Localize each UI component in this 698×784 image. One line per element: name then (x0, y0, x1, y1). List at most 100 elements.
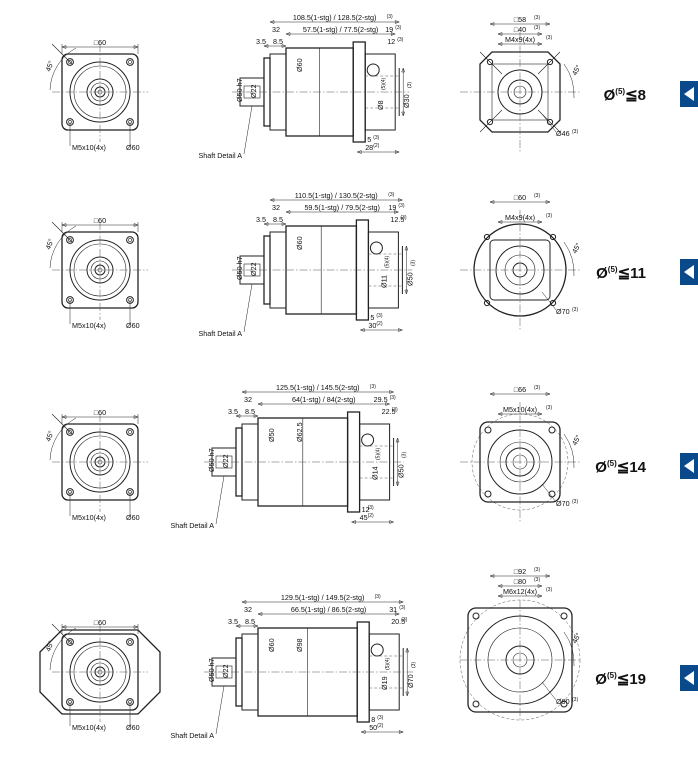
dim-3-5: 3.5 (256, 37, 266, 46)
out-c-note: (5)(4) (384, 255, 390, 268)
shaft-dia-dim: Ø22 (221, 454, 230, 468)
size-label: Ø(5)≦19 (595, 671, 646, 688)
flange-pcd-label: Ø60 (126, 723, 140, 732)
shaft-dia-dim: Ø22 (221, 664, 230, 678)
size-label-note: (5) (607, 671, 617, 680)
collapse-triangle-icon (684, 459, 694, 473)
dim-32: 32 (272, 25, 280, 34)
out-b-note: (3) (401, 617, 407, 623)
dim-8-5: 8.5 (273, 37, 283, 46)
flange-angle-label: 45° (43, 59, 55, 72)
end-holes-label: M5x10(4x) (503, 405, 537, 414)
side-view: 110.5(1-stg) / 130.5(2-stg) (3) 59.5(1-stg… (198, 191, 416, 338)
out-d-dim: Ø50 (397, 464, 406, 478)
size-label-text: Ø(5)≦8 (604, 87, 646, 104)
shaft-fit-dim: Ø50 h7 (207, 448, 216, 472)
size-label-note: (5) (615, 87, 625, 96)
out-a-dim: 31 (389, 605, 397, 614)
dim-3-5: 3.5 (228, 407, 238, 416)
flange-angle-label: 45° (43, 639, 55, 652)
flange-square-label: □60 (94, 618, 106, 627)
size-label: Ø(5)≦8 (604, 87, 646, 104)
shaft-detail-label: Shaft Detail A (170, 521, 214, 530)
dim-8-5: 8.5 (245, 617, 255, 626)
out-d-dim: Ø30 (402, 94, 411, 108)
collapse-triangle-icon (684, 671, 694, 685)
size-label-note: (5) (608, 265, 618, 274)
end-holes-note: (3) (546, 35, 552, 41)
size-tab-8[interactable] (680, 81, 698, 107)
size-label-op: ≦ (617, 671, 630, 688)
end-holes-note: (3) (546, 587, 552, 593)
size-label-text: Ø(5)≦19 (595, 671, 646, 688)
end-holes-label: M4x9(4x) (505, 35, 535, 44)
end-pcd-label: Ø70 (556, 499, 570, 508)
end-pcd-note: (3) (572, 697, 578, 703)
out-a-note: (3) (390, 395, 396, 401)
shaft-detail-label: Shaft Detail A (198, 329, 242, 338)
body-length-dim: 57.5(1-stg) / 77.5(2-stg) (303, 25, 379, 34)
collapse-triangle-icon (684, 265, 694, 279)
out-e-note: (3) (373, 135, 379, 141)
dim-3-5: 3.5 (256, 215, 266, 224)
out-d-note: (3) (407, 82, 413, 88)
out-f-dim: 50 (369, 723, 377, 732)
out-f-dim: 28 (365, 143, 373, 152)
body-length-dim: 64(1-stg) / 84(2-stg) (292, 395, 356, 404)
out-a-note: (3) (399, 605, 405, 611)
flange-holes-label: M5x10(4x) (72, 513, 106, 522)
output-end-view: □60(3)M4x9(4x)(3)45°Ø70(3) (460, 193, 583, 330)
output-end-view: □66(3)M5x10(4x)(3)45°Ø70(3) (460, 385, 583, 522)
total-length-dim: 110.5(1-stg) / 130.5(2-stg) (295, 191, 378, 200)
total-length-note: (3) (370, 384, 376, 390)
flange-holes-label: M5x10(4x) (72, 321, 106, 330)
out-b-dim: 12 (387, 37, 395, 46)
dim-8-5: 8.5 (273, 215, 283, 224)
size-label-text: Ø(5)≦14 (595, 459, 646, 476)
shaft-detail-label: Shaft Detail A (198, 151, 242, 160)
out-c-dim: Ø14 (371, 466, 380, 480)
size-label-prefix: Ø (595, 459, 607, 476)
out-c-dim: Ø11 (379, 275, 388, 288)
size-label-prefix: Ø (604, 87, 616, 104)
body-dia-dim: Ø60 (295, 236, 304, 250)
size-label-text: Ø(5)≦11 (596, 265, 646, 282)
out-e-dim: 12 (362, 505, 370, 514)
dim-32: 32 (244, 605, 252, 614)
end-pcd-note: (3) (572, 307, 578, 313)
out-d-note: (3) (411, 662, 417, 668)
end-pcd-label: Ø90 (556, 697, 570, 706)
out-a-dim: 19 (388, 203, 396, 212)
size-tab-11[interactable] (680, 259, 698, 285)
body-dia2-dim: Ø98 (295, 638, 304, 652)
flange-pcd-label: Ø60 (126, 143, 140, 152)
out-e-dim: 5 (367, 135, 371, 144)
size-tab-14[interactable] (680, 453, 698, 479)
size-label: Ø(5)≦11 (596, 265, 646, 282)
out-e-note: (3) (376, 313, 382, 319)
size-label: Ø(5)≦14 (595, 459, 646, 476)
flange-angle-label: 45° (43, 429, 55, 442)
body-length-dim: 59.5(1-stg) / 79.5(2-stg) (304, 203, 380, 212)
end-holes-label: M4x9(4x) (505, 213, 535, 222)
end-holes-note: (3) (546, 405, 552, 411)
size-label-note: (5) (607, 459, 617, 468)
out-f-note: (2) (373, 143, 379, 149)
out-e-note: (3) (377, 715, 383, 721)
end-angle-label: 45° (570, 241, 583, 255)
end-angle-label: 45° (570, 63, 583, 77)
out-c-note: (5)(4) (376, 447, 382, 460)
out-b-note: (3) (400, 215, 406, 221)
shaft-fit-dim: Ø50 h7 (207, 658, 216, 682)
body-dia-dim: Ø50 (267, 428, 276, 442)
size-tab-19[interactable] (680, 665, 698, 691)
end-square-1: □92 (514, 567, 526, 576)
end-square-1: □58 (514, 15, 526, 24)
end-square-1-note: (3) (534, 193, 540, 199)
out-e-note: (3) (368, 505, 374, 511)
size-label-prefix: Ø (596, 265, 608, 282)
end-square-2-note: (3) (534, 25, 540, 31)
size-label-op: ≦ (625, 87, 638, 104)
